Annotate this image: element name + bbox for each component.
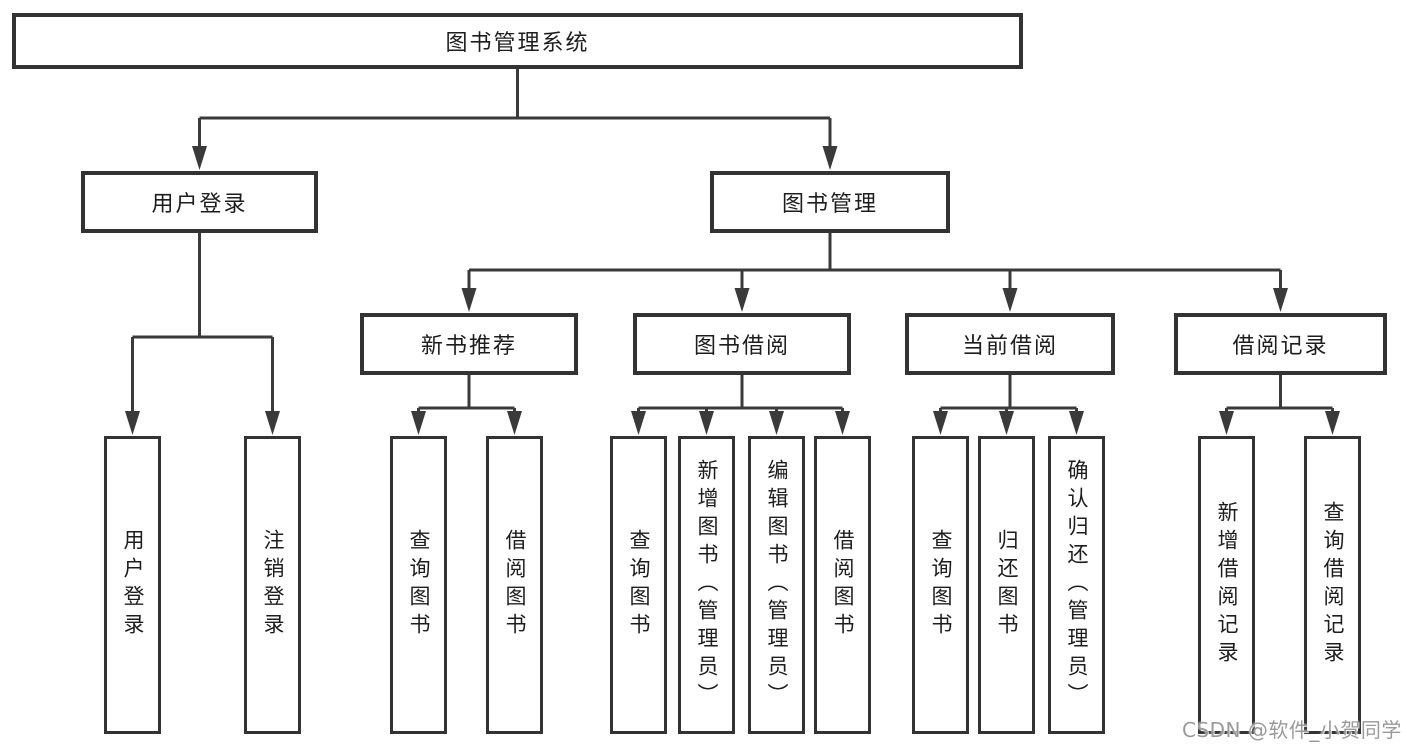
node-book-management: 图书管理	[710, 171, 950, 233]
node-nbr-borrow-books: 借阅图书	[486, 436, 543, 734]
node-bb-edit-books: 编辑图书（管理员）	[748, 436, 805, 734]
node-library-system: 图书管理系统	[12, 13, 1023, 69]
node-br-query-record: 查询借阅记录	[1304, 436, 1361, 734]
node-cb-return-books: 归还图书	[978, 436, 1035, 734]
node-login: 用户登录	[104, 436, 161, 734]
node-logout: 注销登录	[244, 436, 301, 734]
node-br-add-record: 新增借阅记录	[1198, 436, 1255, 734]
node-user-login: 用户登录	[81, 171, 318, 233]
node-bb-borrow-books: 借阅图书	[814, 436, 871, 734]
node-book-borrow: 图书借阅	[633, 313, 851, 375]
node-current-borrow: 当前借阅	[905, 313, 1115, 375]
watermark: CSDN @软件_小贺同学	[1182, 718, 1402, 742]
node-new-book-recommend: 新书推荐	[360, 313, 578, 375]
node-borrow-records: 借阅记录	[1174, 313, 1387, 375]
node-cb-confirm-return: 确认归还（管理员）	[1048, 436, 1105, 734]
node-bb-add-books: 新增图书（管理员）	[678, 436, 735, 734]
node-cb-query-books: 查询图书	[912, 436, 969, 734]
node-nbr-query-books: 查询图书	[390, 436, 447, 734]
node-bb-query-books: 查询图书	[610, 436, 667, 734]
